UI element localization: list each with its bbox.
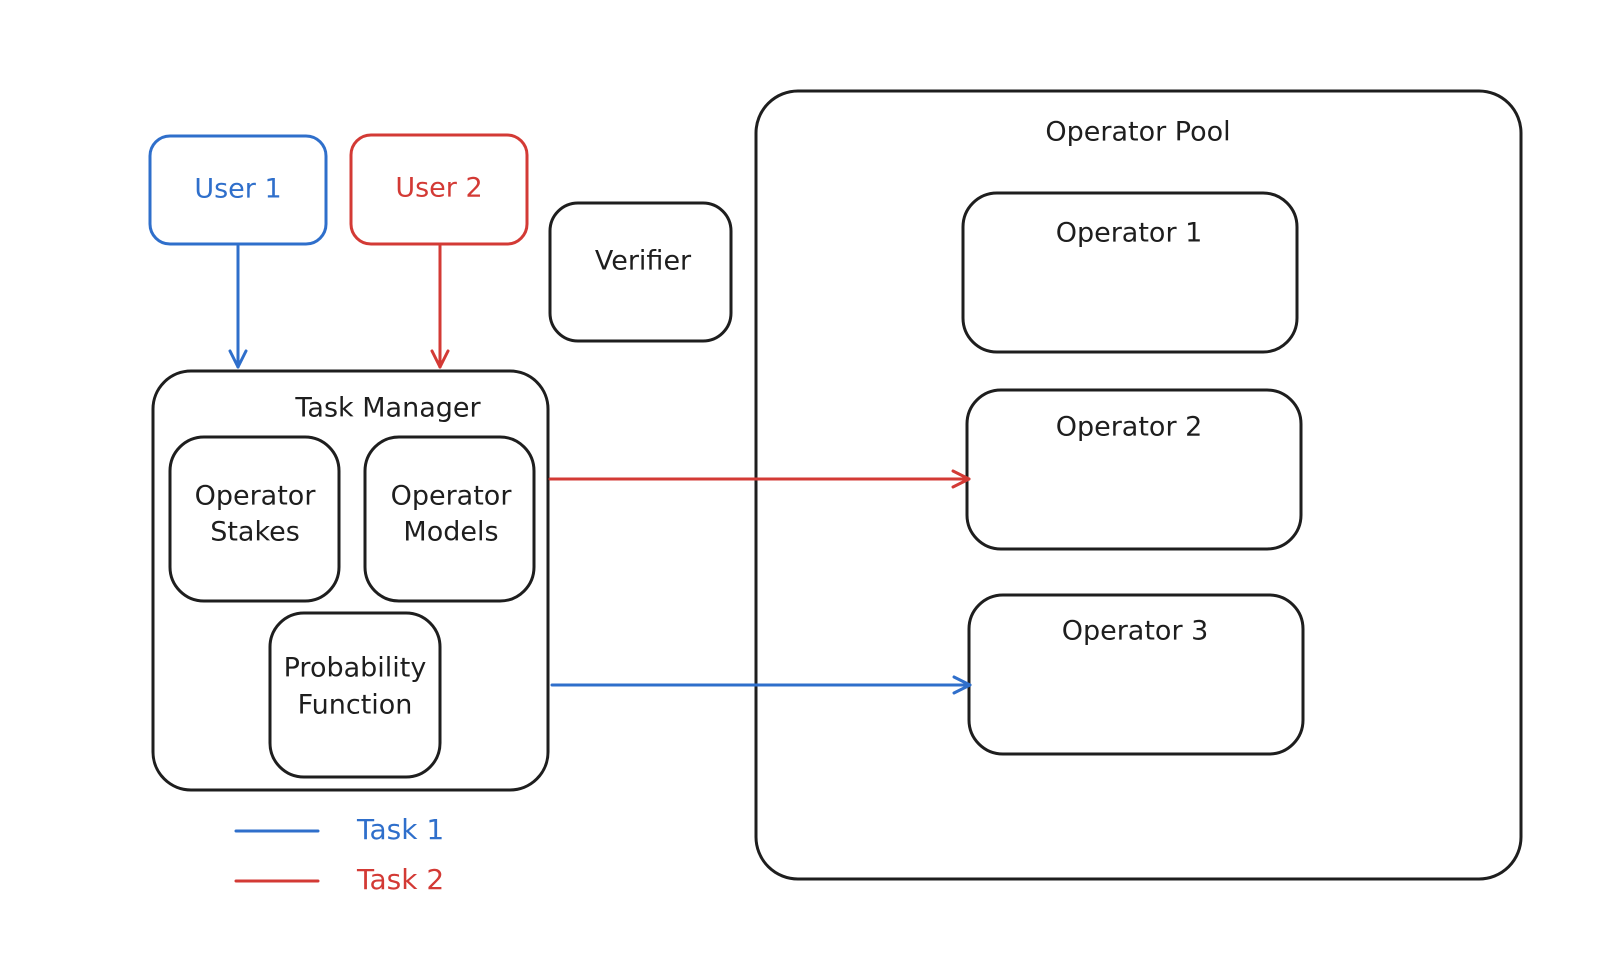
probability-function-label-line2: Function [298,690,413,721]
operator-1-label: Operator 1 [1056,218,1203,249]
user-2-node: User 2 [349,133,529,246]
user-1-label: User 1 [194,174,281,205]
verifier-box [548,201,733,343]
verifier-node: Verifier [548,201,733,343]
operator-models-box [363,435,536,603]
task-manager-label: Task Manager [294,393,481,424]
operator-3-box [967,593,1305,756]
operator-1-box [961,191,1299,354]
probability-function-label-line1: Probability [284,653,427,684]
operator-pool-label: Operator Pool [1045,117,1230,148]
legend-task-2-label: Task 2 [356,863,444,896]
user-2-box [349,133,529,246]
operator-2-label: Operator 2 [1056,412,1203,443]
legend-task-1-label: Task 1 [356,813,444,846]
probability-function-node: Probability Function [268,611,442,779]
user-1-node: User 1 [148,134,328,246]
probability-function-box [268,611,442,779]
operator-stakes-node: Operator Stakes [168,435,341,603]
operator-stakes-label-line2: Stakes [210,517,300,548]
operator-pool-node: Operator Pool Operator 1 Operator 2 Oper… [754,89,1523,881]
operator-models-label-line2: Models [403,517,498,548]
user-2-label: User 2 [395,173,482,204]
operator-stakes-label-line1: Operator [195,481,317,512]
operator-3-node: Operator 3 [967,593,1305,756]
legend: Task 1 Task 2 [234,813,444,896]
verifier-label: Verifier [595,246,692,277]
operator-2-node: Operator 2 [965,388,1303,551]
user-1-box [148,134,328,246]
operator-models-node: Operator Models [363,435,536,603]
operator-models-label-line1: Operator [391,481,513,512]
operator-stakes-box [168,435,341,603]
task-manager-node: Task Manager Operator Stakes Operator Mo… [151,369,550,792]
task-manager-box [151,369,550,792]
operator-1-node: Operator 1 [961,191,1299,354]
operator-3-label: Operator 3 [1062,616,1209,647]
operator-pool-box [754,89,1523,881]
